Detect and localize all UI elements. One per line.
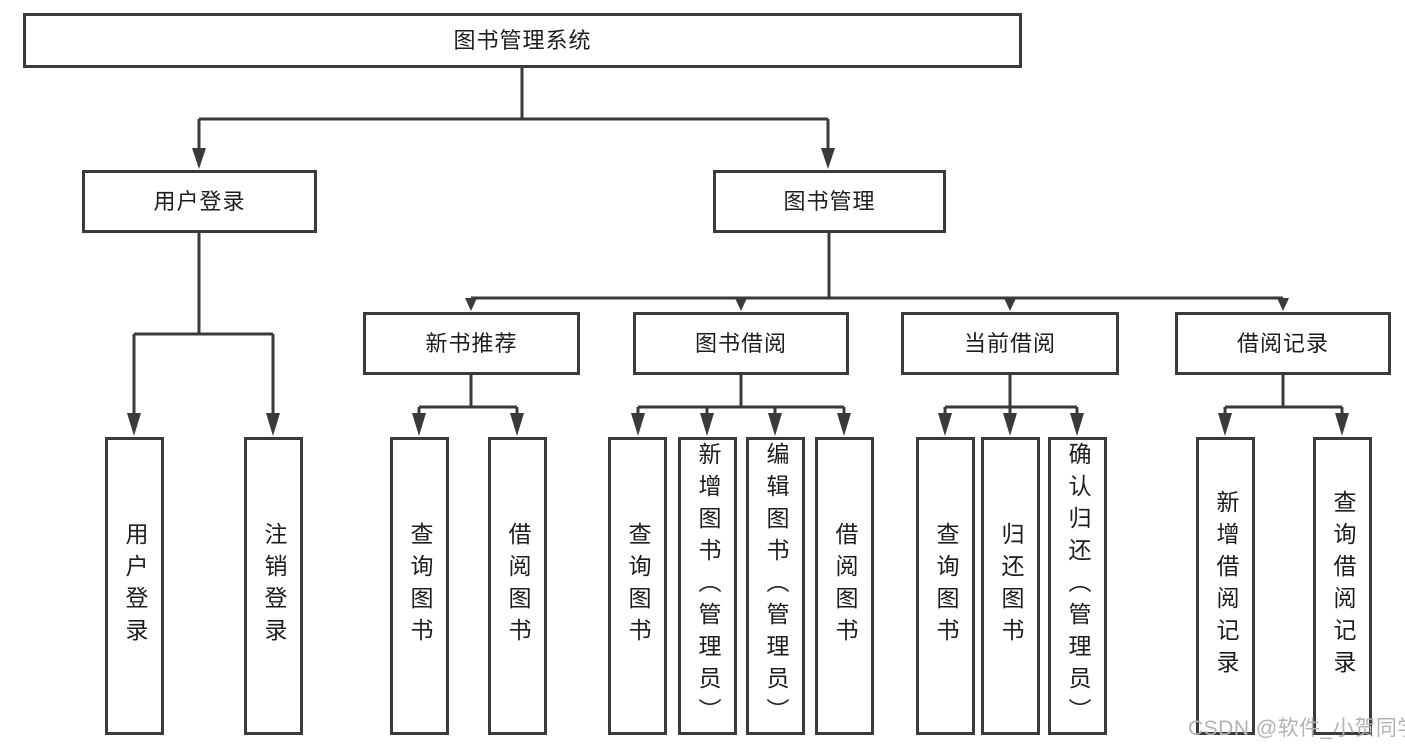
connector-borrowing-records-group: [1218, 375, 1349, 436]
leaf-user-login: 用户登录: [105, 437, 164, 735]
leaf-query-books-borrowing: 查询图书: [608, 437, 667, 735]
leaf-query-books-recommend: 查询图书: [390, 437, 449, 735]
leaf-add-books-admin: 新增图书（管理员）: [678, 437, 737, 735]
leaf-borrow-books-recommend: 借阅图书: [488, 437, 547, 735]
leaf-query-books-current: 查询图书: [916, 437, 975, 735]
connector-current-borrowing-group: [938, 375, 1084, 436]
node-borrowing-records: 借阅记录: [1175, 312, 1391, 375]
connector-root-to-level2: [192, 68, 835, 169]
connector-book-borrowing-group: [631, 375, 851, 436]
node-new-book-recommendation: 新书推荐: [363, 312, 580, 375]
leaf-return-books: 归还图书: [981, 437, 1040, 735]
node-current-borrowing: 当前借阅: [901, 312, 1119, 375]
leaf-logout: 注销登录: [244, 437, 303, 735]
node-user-login: 用户登录: [82, 170, 317, 233]
leaf-confirm-return-admin: 确认归还（管理员）: [1048, 437, 1107, 735]
leaf-query-borrowing-record: 查询借阅记录: [1313, 437, 1372, 735]
watermark: CSDN @软件_小贺同学: [1188, 717, 1405, 740]
leaf-add-borrowing-record: 新增借阅记录: [1196, 437, 1255, 735]
node-book-borrowing: 图书借阅: [633, 312, 849, 375]
connector-new-book-recommendation-group: [412, 375, 524, 436]
leaf-edit-books-admin: 编辑图书（管理员）: [746, 437, 805, 735]
node-library-management-system: 图书管理系统: [23, 13, 1022, 68]
connector-book-management-to-level3: [465, 233, 1289, 311]
connector-user-login-to-children: [127, 233, 280, 436]
node-book-management: 图书管理: [713, 170, 946, 233]
leaf-borrow-books: 借阅图书: [815, 437, 874, 735]
